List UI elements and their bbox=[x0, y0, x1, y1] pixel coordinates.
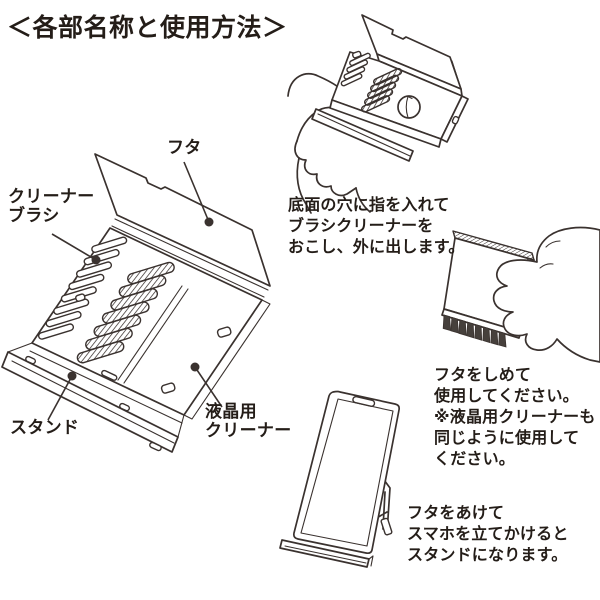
lcd-cleaner-leader bbox=[190, 362, 223, 408]
lcd-cleaner-pad bbox=[101, 326, 232, 394]
stand-leader bbox=[47, 371, 77, 421]
smartphone bbox=[292, 390, 401, 555]
parts-diagram-illustration bbox=[1, 153, 271, 453]
caption-take-out-brush: 底面の穴に指を入れて ブラシクリーナーを おこし、外に出します。 bbox=[288, 195, 465, 256]
caption-use-as-stand: フタをあけて スマホを立てかけると スタンドになります。 bbox=[407, 503, 569, 564]
step2-closed-device-illustration bbox=[441, 226, 600, 363]
step1-hand-open-device-illustration bbox=[287, 14, 469, 214]
label-cleaner-brush: クリーナー ブラシ bbox=[8, 187, 95, 226]
caption-close-lid-to-use: フタをしめて 使用してください。 ※液晶用クリーナーも 同じように使用して くだ… bbox=[434, 365, 596, 468]
label-stand: スタンド bbox=[10, 418, 80, 438]
phone-notch bbox=[352, 395, 376, 407]
page-title: ＜各部名称と使用方法＞ bbox=[7, 13, 288, 42]
label-lcd-cleaner: 液晶用 クリーナー bbox=[205, 402, 292, 441]
stand-rail bbox=[1, 342, 185, 453]
step3-phone-stand-illustration bbox=[279, 390, 401, 568]
brush-bristles bbox=[442, 314, 507, 348]
label-lid: フタ bbox=[167, 138, 202, 158]
lid-shape bbox=[94, 153, 271, 287]
cleaner-brush-rows bbox=[76, 261, 175, 364]
gripping-hand-icon bbox=[492, 226, 600, 363]
lid-leader bbox=[183, 161, 214, 227]
finger-hole bbox=[397, 95, 421, 119]
base-rail bbox=[279, 539, 374, 568]
cleaner-brush-leader bbox=[51, 233, 101, 265]
open-device-small bbox=[311, 14, 469, 162]
